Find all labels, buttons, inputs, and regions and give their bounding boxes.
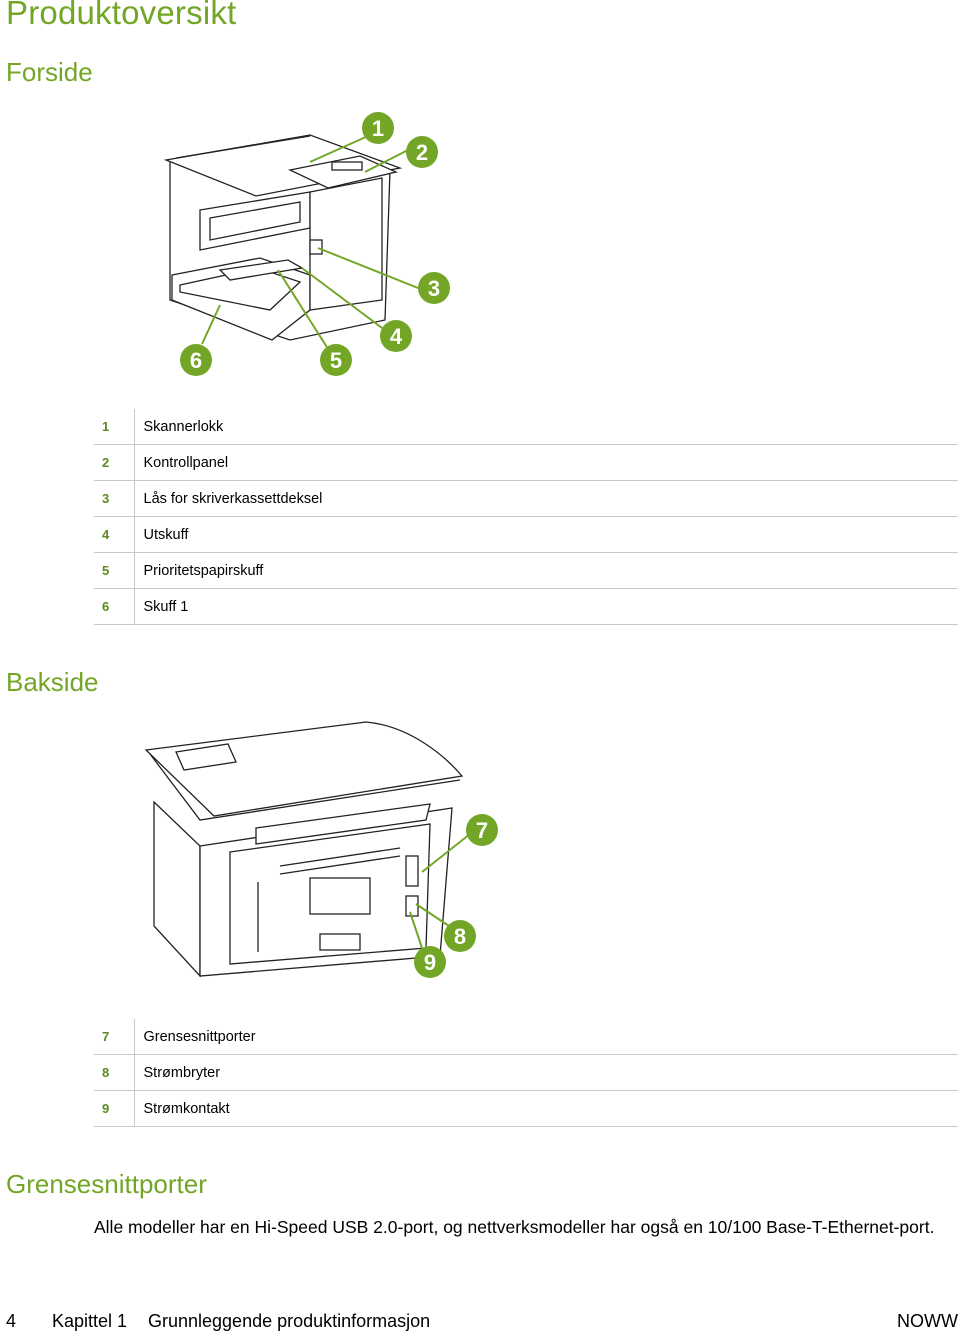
svg-text:6: 6	[190, 348, 202, 373]
svg-text:4: 4	[390, 324, 403, 349]
callout-label: Skuff 1	[134, 588, 958, 625]
callout-number: 9	[94, 1090, 135, 1127]
callout-label: Utskuff	[134, 516, 958, 553]
svg-text:3: 3	[428, 276, 440, 301]
callout-label: Strømkontakt	[134, 1090, 958, 1127]
chapter-label: Kapittel 1	[52, 1311, 128, 1331]
callout-number: 1	[94, 409, 135, 445]
callout-label: Strømbryter	[134, 1054, 958, 1091]
printer-back-illustration: 7 8 9	[144, 721, 498, 978]
svg-text:2: 2	[416, 140, 428, 165]
section-heading-back: Bakside	[6, 667, 99, 697]
svg-text:5: 5	[330, 348, 342, 373]
callout-number: 7	[94, 1019, 135, 1055]
callout-label: Grensesnittporter	[134, 1019, 958, 1055]
callout-number: 4	[94, 516, 135, 553]
page-title: Produktoversikt	[6, 0, 237, 31]
svg-text:1: 1	[372, 116, 384, 141]
section-heading-ports: Grensesnittporter	[6, 1169, 207, 1199]
callout-number: 2	[94, 444, 135, 481]
callout-badge-9: 9	[414, 946, 446, 978]
svg-text:9: 9	[424, 950, 436, 975]
svg-text:8: 8	[454, 924, 466, 949]
callout-label: Lås for skriverkassettdeksel	[134, 480, 958, 517]
printer-front-illustration: 1 2 3 4 5 6	[163, 112, 450, 376]
page-number: 4	[6, 1311, 17, 1331]
callout-label: Kontrollpanel	[134, 444, 958, 481]
callout-number: 5	[94, 552, 135, 589]
callout-badge-3: 3	[418, 272, 450, 304]
chapter-title: Grunnleggende produktinformasjon	[148, 1311, 431, 1331]
callout-badge-1: 1	[362, 112, 394, 144]
ports-description: Alle modeller har en Hi-Speed USB 2.0-po…	[94, 1217, 935, 1237]
callout-label: Skannerlokk	[134, 409, 958, 445]
callout-number: 8	[94, 1054, 135, 1091]
callout-number: 3	[94, 480, 135, 517]
section-heading-front: Forside	[6, 57, 93, 87]
callout-badge-4: 4	[380, 320, 412, 352]
language-code: NOWW	[897, 1311, 958, 1331]
svg-text:7: 7	[476, 818, 488, 843]
callout-badge-5: 5	[320, 344, 352, 376]
page-footer: 4 Kapittel 1 Grunnleggende produktinform…	[0, 1311, 960, 1335]
callout-badge-2: 2	[406, 136, 438, 168]
callout-badge-7: 7	[466, 814, 498, 846]
callout-badge-8: 8	[444, 920, 476, 952]
callout-badge-6: 6	[180, 344, 212, 376]
callout-number: 6	[94, 588, 135, 625]
callout-label: Prioritetspapirskuff	[134, 552, 958, 589]
